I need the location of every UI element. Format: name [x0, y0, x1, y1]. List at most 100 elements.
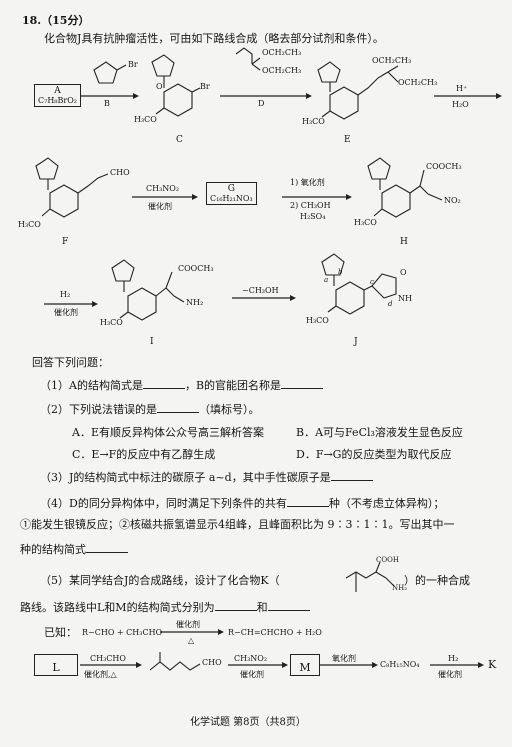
label-h: H — [400, 237, 408, 247]
compound-h-structure — [367, 157, 443, 218]
box-a-formula: C₇H₈BrO₂ — [38, 96, 77, 105]
known-reactants: R−CHO + CH₃CHO — [82, 628, 163, 637]
j-carbon-d: d — [388, 300, 393, 308]
enal-structure — [149, 652, 201, 671]
arrow-hi-bottom: 催化剂 — [54, 308, 78, 317]
route-enal-cho: CHO — [202, 658, 222, 667]
arrow-ij-top: −CH₃OH — [242, 286, 279, 295]
option-d: D．F→G的反应类型为取代反应 — [296, 448, 452, 461]
box-a-name: A — [54, 86, 61, 96]
known-products: R−CH=CHCHO + H₂O — [228, 628, 322, 637]
q2-blank[interactable] — [157, 402, 199, 413]
e-och3-label: H₃CO — [302, 117, 325, 126]
j-carbon-c: c — [370, 278, 374, 286]
i-och3-label: H₃CO — [100, 318, 123, 327]
route-arrow1-bottom: 催化剂,△ — [84, 670, 117, 679]
j-och3-label: H₃CO — [306, 316, 329, 325]
reagent-cyclopentyl-bromide — [93, 61, 127, 84]
q5-blank-l[interactable] — [214, 600, 257, 611]
q4-blank-structure[interactable] — [86, 542, 128, 553]
option-a: A．E有顺反异构体公众号高三解析答案 — [72, 426, 264, 439]
k-cooh-label: COOH — [376, 556, 399, 564]
q1-part-a: （1）A的结构简式是 — [40, 379, 143, 392]
compound-i-structure — [111, 259, 185, 321]
q4-blank-count[interactable] — [286, 496, 329, 507]
label-i: I — [150, 337, 154, 347]
route-arrow2-bottom: 催化剂 — [240, 670, 264, 679]
h-ester-label: COOCH₃ — [426, 162, 462, 171]
step-2-label: 2) CH₃OH — [290, 201, 331, 210]
arrow-h-plus-label: H⁺ — [456, 84, 468, 93]
i-nh2-label: NH₂ — [186, 298, 204, 307]
j-carbon-a: a — [324, 276, 329, 284]
question-5: （5）某同学结合J的合成路线，设计了化合物K（ — [40, 574, 280, 587]
q4-line3-text: 种的结构简式 — [20, 543, 86, 556]
c-och3-label: H₃CO — [134, 115, 157, 124]
compound-e-structure — [317, 61, 399, 120]
q1-blank-a[interactable] — [142, 378, 185, 389]
step-1-label: 1) 氧化剂 — [290, 178, 325, 187]
route-arrow2-top: CH₃NO₂ — [234, 654, 268, 663]
box-compound-a: A C₇H₈BrO₂ — [34, 84, 81, 107]
arrow-fg-bottom: 催化剂 — [148, 202, 172, 211]
reagent-d-structure — [235, 47, 261, 71]
route-arrow1-top: CH₃CHO — [90, 654, 126, 663]
h-no2-label: NO₂ — [444, 196, 461, 205]
q4-part-b: 种（不考虑立体异构）； — [328, 497, 445, 510]
label-c: C — [176, 135, 183, 145]
q5-blank-m[interactable] — [267, 600, 310, 611]
q5-line2-a: 路线。该路线中L和M的结构简式分别为 — [20, 601, 215, 614]
page-footer: 化学试题 第8页（共8页） — [190, 717, 306, 728]
question-1: （1）A的结构简式是 ，B的官能团名称是 — [40, 378, 324, 392]
route-arrow4-top: H₂ — [448, 654, 459, 663]
compound-j-structure — [321, 253, 397, 315]
h-och3-label: H₃CO — [354, 218, 377, 227]
i-ester-label: COOCH₃ — [178, 264, 214, 273]
question-intro: 化合物J具有抗肿瘤活性，可由如下路线合成（略去部分试剂和条件）。 — [44, 32, 384, 45]
question-number: 18.（15分） — [22, 14, 90, 27]
question-5-tail: ）的一种合成 — [404, 574, 470, 587]
q3-blank[interactable] — [330, 470, 373, 481]
question-4: （4）D的同分异构体中，同时满足下列条件的共有 种（不考虑立体异构）； — [40, 496, 444, 510]
d-oc1-label: OCH₂CH₃ — [262, 48, 302, 57]
d-oc2-label: OCH₂CH₃ — [262, 66, 302, 75]
box-g-name: G — [227, 184, 235, 194]
known-label: 已知： — [44, 626, 77, 639]
j-carbon-b: b — [338, 268, 343, 276]
compound-f-structure — [35, 157, 109, 218]
q3-text: （3）J的结构简式中标注的碳原子 a~d，其中手性碳原子是 — [40, 471, 331, 484]
box-compound-l: L — [34, 654, 78, 676]
e-oc2-label: OCH₂CH₃ — [398, 78, 438, 87]
q2-text: （2）下列说法错误的是 — [40, 403, 157, 416]
arrow-h2o-label: H₂O — [452, 100, 469, 109]
q5-line2-b: 和 — [256, 601, 268, 614]
label-j: J — [354, 337, 358, 347]
route-product-k: K — [488, 658, 497, 671]
route-formula: C₈H₁₅NO₄ — [380, 660, 420, 669]
k-nh2-label: NH₂ — [392, 584, 408, 592]
j-nh-label: NH — [398, 294, 412, 303]
route-arrow4-bottom: 催化剂 — [438, 670, 462, 679]
e-oc1-label: OCH₂CH₃ — [372, 56, 412, 65]
compound-k-structure — [345, 561, 395, 592]
f-cho-label: CHO — [110, 168, 130, 177]
known-arrow-top: 催化剂 — [176, 620, 200, 629]
q1-part-b: ，B的官能团名称是 — [184, 379, 282, 392]
question-3: （3）J的结构简式中标注的碳原子 a~d，其中手性碳原子是 — [40, 470, 373, 484]
box-compound-m: M — [290, 654, 320, 676]
label-f: F — [62, 237, 69, 247]
c-br-label: Br — [200, 82, 210, 91]
q1-blank-b[interactable] — [281, 378, 324, 389]
box-compound-g: G C₁₆H₂₁NO₃ — [206, 182, 257, 205]
route-arrow3-top: 氧化剂 — [332, 654, 356, 663]
q4-part-a: （4）D的同分异构体中，同时满足下列条件的共有 — [40, 497, 287, 510]
reagent-br-label: Br — [128, 60, 138, 69]
arrow-fg-top: CH₃NO₂ — [146, 184, 180, 193]
arrow-b-label: B — [104, 99, 110, 108]
box-l-label: L — [52, 661, 60, 674]
question-2: （2）下列说法错误的是（填标号）。 — [40, 402, 260, 416]
option-b: B．A可与FeCl₃溶液发生显色反应 — [296, 426, 463, 439]
question-4-line2: ①能发生银镜反应；②核磁共振氢谱显示4组峰，且峰面积比为 9∶3∶1∶1。写出其… — [20, 518, 455, 531]
arrow-d-label: D — [258, 99, 265, 108]
